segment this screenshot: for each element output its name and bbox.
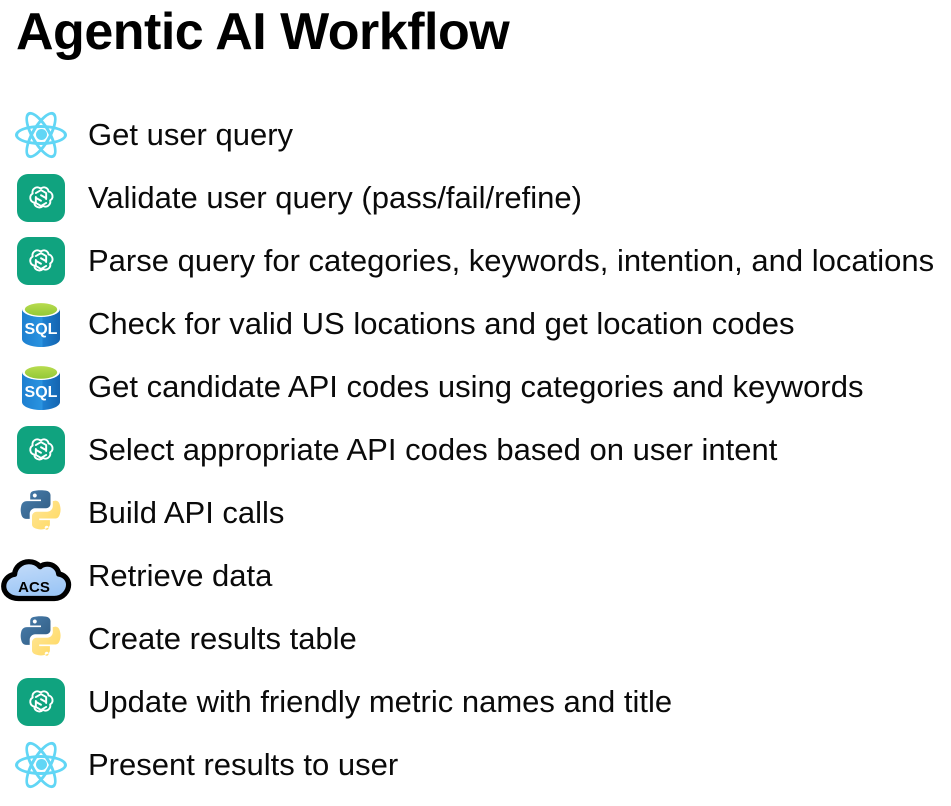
step-icon-slot: ACS — [0, 548, 71, 604]
step-label: Build API calls — [88, 494, 285, 530]
acs-icon: ACS — [0, 548, 75, 604]
python-icon — [16, 613, 66, 665]
step-label: Validate user query (pass/fail/refine) — [88, 179, 582, 215]
page-title: Agentic AI Workflow — [16, 3, 510, 61]
workflow-step-row: Validate user query (pass/fail/refine) — [0, 166, 951, 229]
openai-icon — [17, 173, 65, 222]
step-icon-slot — [13, 485, 69, 541]
step-label: Present results to user — [88, 746, 399, 782]
workflow-step-row: SQL Get candidate API codes using categor… — [0, 355, 951, 418]
workflow-step-row: Select appropriate API codes based on us… — [0, 418, 951, 481]
openai-icon — [17, 236, 65, 285]
step-icon-slot — [13, 674, 69, 730]
step-label: Get user query — [88, 116, 294, 152]
openai-icon — [17, 677, 65, 726]
workflow-step-row: Update with friendly metric names and ti… — [0, 670, 951, 733]
svg-text:SQL: SQL — [25, 384, 58, 401]
svg-text:ACS: ACS — [18, 579, 50, 596]
step-icon-slot — [13, 422, 69, 478]
react-orbit-a — [15, 124, 67, 145]
react-nucleus — [35, 759, 47, 770]
step-label: Retrieve data — [88, 557, 273, 593]
svg-text:SQL: SQL — [25, 321, 58, 338]
workflow-step-row: Create results table — [0, 607, 951, 670]
workflow-step-row: SQL Check for valid US locations and get … — [0, 292, 951, 355]
step-icon-slot — [13, 611, 69, 667]
step-label: Select appropriate API codes based on us… — [88, 431, 778, 467]
workflow-step-row: ACS Retrieve data — [0, 544, 951, 607]
workflow-step-row: Get user query — [0, 103, 951, 166]
step-label: Update with friendly metric names and ti… — [88, 683, 673, 719]
react-icon — [14, 106, 68, 163]
sql-icon: SQL — [16, 361, 66, 413]
workflow-step-row: Present results to user — [0, 733, 951, 796]
sql-icon: SQL — [16, 298, 66, 350]
workflow-step-row: Parse query for categories, keywords, in… — [0, 229, 951, 292]
step-label: Check for valid US locations and get loc… — [88, 305, 795, 341]
step-icon-slot — [13, 736, 69, 793]
step-icon-slot: SQL — [13, 296, 69, 352]
step-icon-slot — [13, 233, 69, 289]
step-label: Get candidate API codes using categories… — [88, 368, 864, 404]
openai-icon — [17, 425, 65, 474]
step-label: Parse query for categories, keywords, in… — [88, 242, 935, 278]
react-orbit-a — [15, 754, 67, 775]
step-icon-slot — [13, 106, 69, 163]
step-icon-slot — [13, 170, 69, 226]
python-icon — [16, 487, 66, 539]
step-icon-slot: SQL — [13, 359, 69, 415]
workflow-step-row: Build API calls — [0, 481, 951, 544]
react-nucleus — [35, 129, 47, 140]
react-icon — [14, 736, 68, 793]
step-label: Create results table — [88, 620, 357, 656]
